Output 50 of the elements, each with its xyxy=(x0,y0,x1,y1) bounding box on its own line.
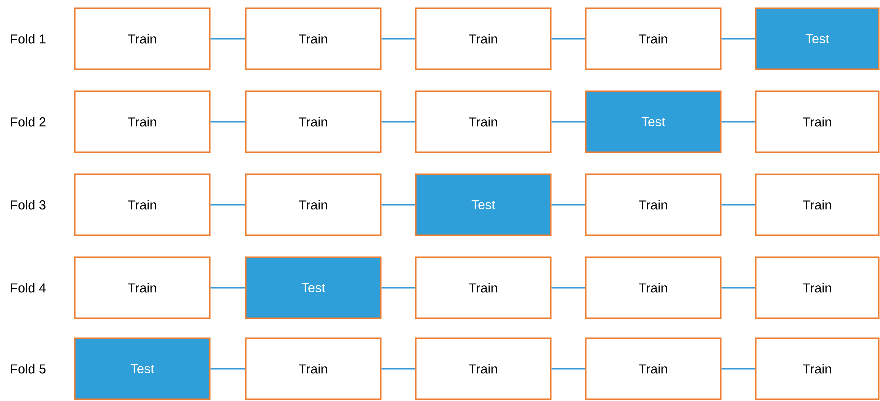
connector-line xyxy=(382,204,416,206)
fold-box: Train xyxy=(755,338,880,400)
connector-line xyxy=(722,368,756,370)
connector-line xyxy=(722,204,756,206)
fold-box: Test xyxy=(415,174,552,236)
connector-line xyxy=(210,287,246,289)
fold-box: Train xyxy=(415,256,552,320)
row-label: Fold 3 xyxy=(11,200,46,210)
connector-line xyxy=(210,368,246,370)
connector-line xyxy=(210,121,246,123)
connector-line xyxy=(552,368,586,370)
row-label: Fold 1 xyxy=(11,34,46,44)
fold-box: Train xyxy=(415,338,552,400)
connector-line xyxy=(210,38,246,40)
fold-box: Test xyxy=(245,256,382,320)
connector-line xyxy=(382,121,416,123)
fold-box: Train xyxy=(74,174,211,236)
fold-box: Train xyxy=(74,8,211,70)
connector-line xyxy=(552,287,586,289)
connector-line xyxy=(552,38,586,40)
fold-box: Train xyxy=(245,174,382,236)
fold-box: Train xyxy=(585,174,722,236)
fold-box: Train xyxy=(74,256,211,320)
fold-box: Train xyxy=(245,90,382,154)
fold-box: Train xyxy=(755,256,880,320)
connector-line xyxy=(210,204,246,206)
connector-line xyxy=(382,38,416,40)
fold-box: Train xyxy=(755,90,880,154)
fold-box: Test xyxy=(74,338,211,400)
connector-line xyxy=(722,121,756,123)
fold-box: Train xyxy=(755,174,880,236)
connector-line xyxy=(382,368,416,370)
connector-line xyxy=(722,287,756,289)
fold-box: Train xyxy=(74,90,211,154)
fold-box: Train xyxy=(415,90,552,154)
connector-line xyxy=(722,38,756,40)
row-label: Fold 5 xyxy=(11,364,46,374)
fold-box: Test xyxy=(585,90,722,154)
row-label: Fold 4 xyxy=(11,283,46,293)
connector-line xyxy=(552,204,586,206)
row-label: Fold 2 xyxy=(11,117,46,127)
fold-box: Train xyxy=(245,8,382,70)
fold-box: Train xyxy=(585,8,722,70)
connector-line xyxy=(382,287,416,289)
connector-line xyxy=(552,121,586,123)
fold-box: Train xyxy=(245,338,382,400)
fold-box: Train xyxy=(585,256,722,320)
fold-box: Train xyxy=(585,338,722,400)
fold-box: Train xyxy=(415,8,552,70)
fold-box: Test xyxy=(755,8,880,70)
